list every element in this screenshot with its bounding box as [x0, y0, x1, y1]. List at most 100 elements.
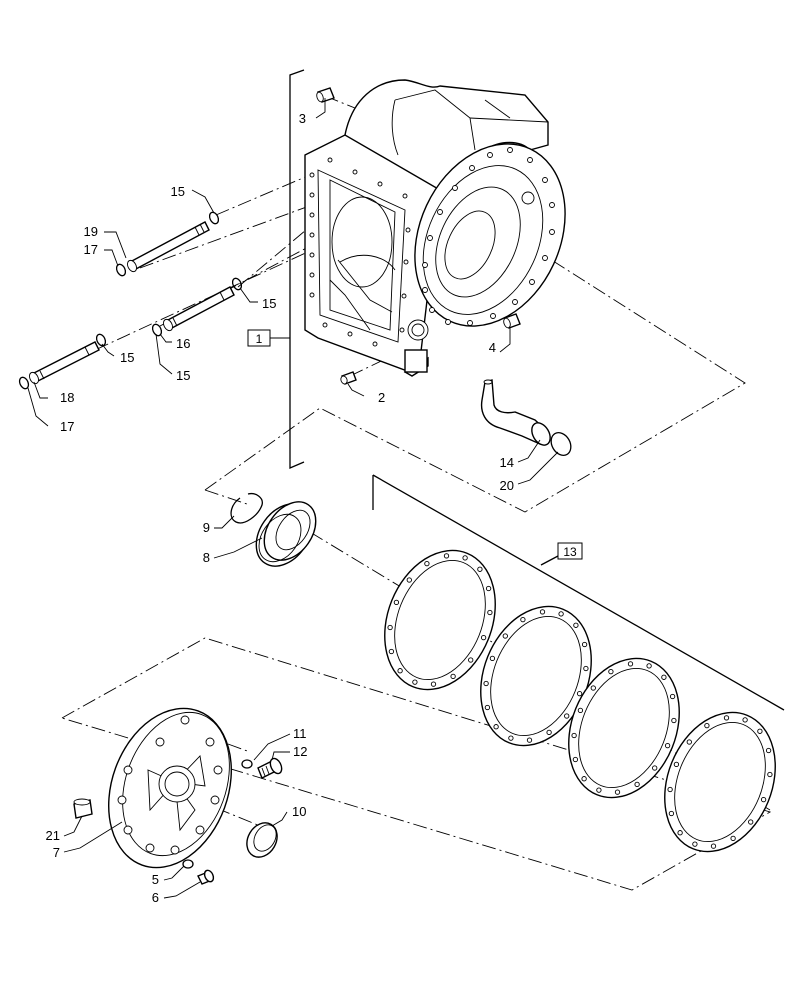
callout-13: 13	[563, 545, 577, 559]
shim-bolt-hole	[583, 665, 589, 672]
group-bracket-1	[289, 69, 305, 469]
group-bracket-13	[372, 474, 785, 711]
callout-2: 2	[378, 390, 385, 405]
shim-bolt-hole	[723, 715, 730, 721]
rod-18	[29, 341, 100, 385]
shim-bolt-hole	[484, 704, 491, 711]
shim-bolt-hole	[477, 566, 483, 572]
shim-bolt-hole	[443, 553, 450, 559]
o-ring-17-a	[115, 263, 127, 277]
shim-bolt-hole	[387, 624, 393, 631]
shim-bolt-hole	[692, 841, 698, 847]
callout-16: 16	[176, 336, 190, 351]
callout-15-d: 15	[176, 368, 190, 383]
callout-labels: 3 15 19 17 15 15 16 15 18 17 4 2 14 20 9…	[46, 111, 514, 905]
callout-15-a: 15	[171, 184, 185, 199]
shim-bolt-hole	[667, 786, 673, 793]
bolt-12	[257, 757, 283, 779]
bearing-8	[255, 501, 317, 567]
shim-bolt-hole	[571, 732, 577, 739]
rod-19	[127, 221, 210, 273]
shim-bolt-hole	[760, 796, 767, 803]
callout-15-b: 15	[262, 296, 276, 311]
washer-11	[241, 759, 253, 769]
shim-bolt-hole	[485, 585, 492, 592]
shim-bolt-hole	[590, 685, 596, 691]
shim-bolt-hole	[546, 729, 552, 736]
o-ring-15-b	[231, 277, 243, 291]
callout-14: 14	[500, 455, 514, 470]
shim-bolt-hole	[520, 616, 526, 623]
seal-10	[246, 822, 278, 858]
callout-4: 4	[489, 340, 496, 355]
leader-lines	[27, 98, 559, 899]
shim-bolt-hole	[710, 843, 717, 849]
dowel-pin-2	[340, 371, 357, 385]
shim-bolt-hole	[462, 555, 468, 561]
rod-16	[163, 286, 235, 332]
callout-6: 6	[152, 890, 159, 905]
shim-bolt-hole	[757, 728, 763, 734]
snap-ring-9	[230, 492, 263, 524]
shim-bolt-hole	[652, 765, 658, 771]
o-ring-17-b	[18, 376, 30, 390]
shim-bolt-hole	[577, 707, 584, 714]
callout-3: 3	[299, 111, 306, 126]
shim-bolt-hole	[388, 648, 395, 655]
shim-bolt-hole	[767, 771, 773, 778]
shim-bolt-hole	[412, 679, 418, 685]
shim-bolt-hole	[430, 681, 437, 687]
callout-5: 5	[152, 872, 159, 887]
shim-bolt-hole	[483, 680, 489, 687]
shim-bolt-hole	[487, 609, 493, 616]
callout-1: 1	[256, 332, 263, 346]
shim-bolt-hole	[673, 761, 680, 768]
washer-5	[182, 859, 194, 869]
shim-bolt-hole	[671, 717, 677, 724]
shim-bolt-hole	[686, 739, 692, 745]
shim-bolt-hole	[661, 674, 667, 680]
shim-bolt-hole	[576, 690, 583, 697]
shim-bolt-hole	[596, 787, 602, 793]
shim-bolt-hole	[748, 819, 754, 825]
shim-bolt-hole	[468, 657, 474, 663]
callout-8: 8	[203, 550, 210, 565]
pin-21	[73, 798, 93, 819]
frame-bolt-holes	[309, 157, 411, 347]
shim-bolt-hole	[573, 622, 579, 628]
shim-bolt-hole	[508, 735, 514, 741]
callout-11: 11	[293, 726, 307, 741]
shim-bolt-hole	[480, 634, 487, 641]
callout-12: 12	[293, 744, 307, 759]
callout-17-a: 17	[84, 242, 98, 257]
shim-ring-holes	[387, 553, 773, 849]
shim-bolt-hole	[668, 810, 675, 817]
shim-ring-3	[568, 657, 680, 799]
shim-bolt-hole	[450, 673, 456, 680]
shim-ring-4	[664, 711, 776, 853]
shim-bolt-hole	[489, 655, 496, 662]
seal-ring-20	[550, 432, 572, 456]
cover-bolt-holes	[117, 715, 223, 855]
callout-19: 19	[84, 224, 98, 239]
screw-6	[197, 869, 215, 885]
shim-bolt-hole	[502, 633, 508, 639]
shim-bolt-hole	[424, 560, 430, 567]
shim-bolt-hole	[581, 776, 587, 782]
shim-bolt-hole	[564, 713, 570, 719]
shim-bolt-hole	[765, 747, 772, 754]
dowel-pin-3	[316, 87, 335, 103]
shim-bolt-hole	[608, 668, 614, 675]
callout-7: 7	[53, 845, 60, 860]
callout-10: 10	[292, 804, 306, 819]
ref-box-13: 13	[557, 542, 583, 560]
shim-bolt-hole	[572, 756, 579, 763]
axle-housing	[304, 79, 566, 377]
shim-bolt-hole	[539, 609, 546, 615]
shim-bolt-hole	[742, 717, 748, 723]
callout-15-c: 15	[120, 350, 134, 365]
callout-20: 20	[500, 478, 514, 493]
callout-17-b: 17	[60, 419, 74, 434]
shim-bolt-hole	[493, 724, 499, 730]
